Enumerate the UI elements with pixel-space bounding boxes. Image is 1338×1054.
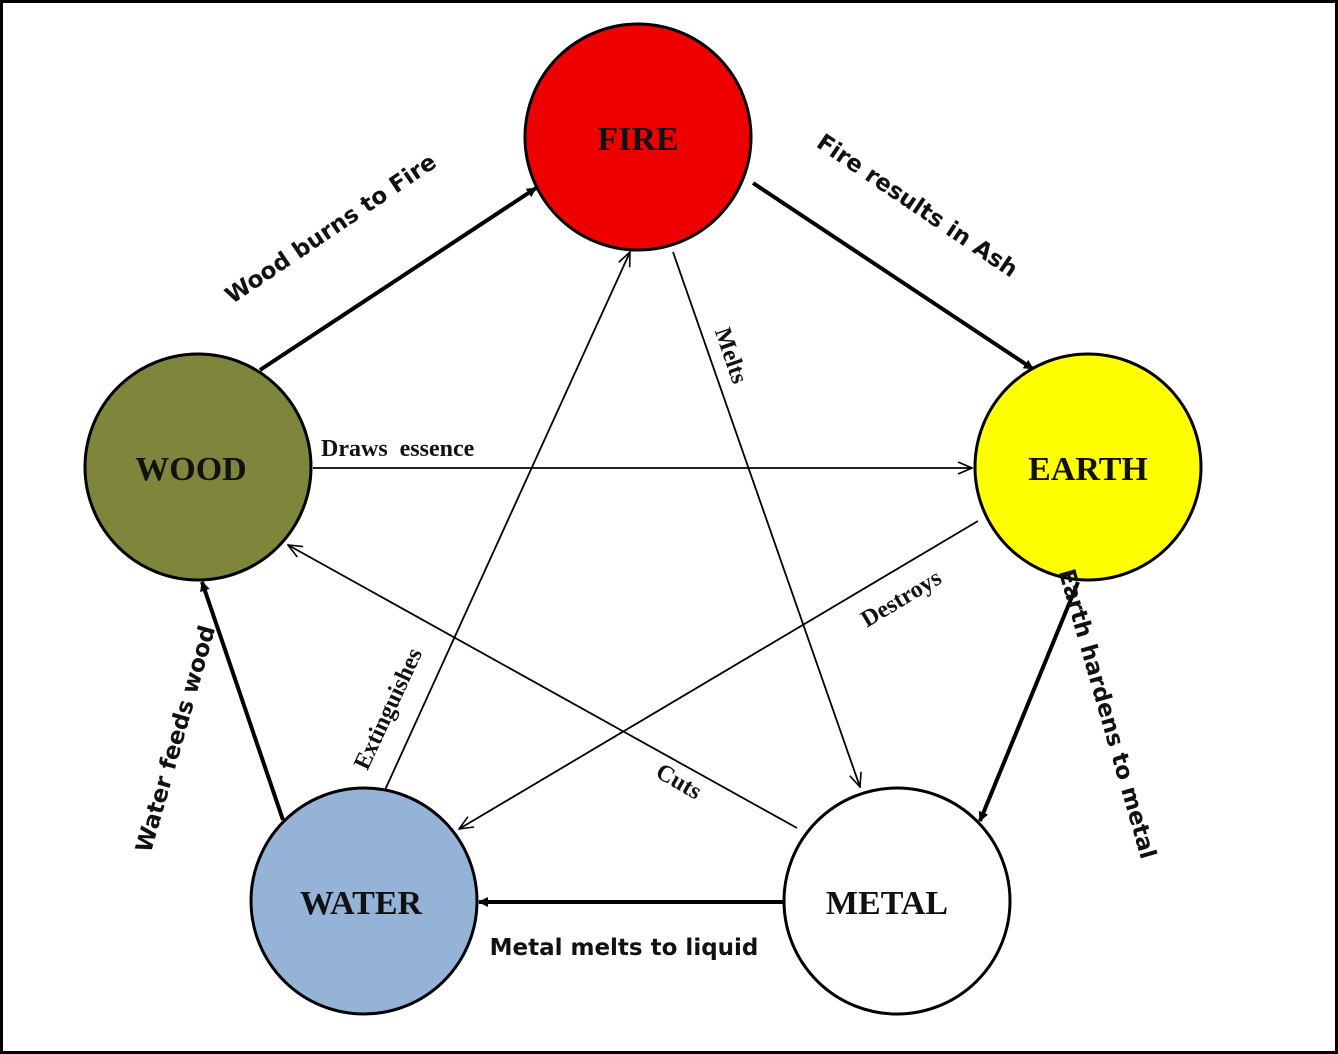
fire-label: FIRE xyxy=(597,121,678,158)
node-water: WATER xyxy=(249,786,479,1016)
controlling-cycle xyxy=(288,251,979,829)
arrow-fire-to-metal xyxy=(672,251,860,787)
node-fire: FIRE xyxy=(523,22,753,252)
earth-label: EARTH xyxy=(1028,451,1148,488)
wood-circle xyxy=(83,352,313,582)
water-label: WATER xyxy=(300,885,423,922)
generating-cycle xyxy=(200,181,1080,907)
arrow-metal-to-wood xyxy=(288,545,798,829)
arrow-fire-to-earth xyxy=(751,181,1035,371)
label-metal-melts-to-liquid: Metal melts to liquid xyxy=(490,935,759,961)
arrow-earth-to-metal xyxy=(978,581,1080,822)
wood-label: WOOD xyxy=(135,451,246,488)
node-metal: METAL xyxy=(782,786,1012,1016)
fire-circle xyxy=(523,22,753,252)
arrow-wood-to-fire xyxy=(258,186,538,372)
metal-label: METAL xyxy=(826,885,948,922)
label-draws-essence: Draws essence xyxy=(321,436,475,462)
water-circle xyxy=(249,786,479,1016)
node-earth: EARTH xyxy=(973,352,1203,582)
arrow-water-to-wood xyxy=(200,581,285,821)
arrow-water-to-fire xyxy=(384,252,630,791)
node-wood: WOOD xyxy=(83,352,313,582)
earth-circle xyxy=(973,352,1203,582)
metal-circle xyxy=(782,786,1012,1016)
arrow-earth-to-water xyxy=(459,520,979,829)
